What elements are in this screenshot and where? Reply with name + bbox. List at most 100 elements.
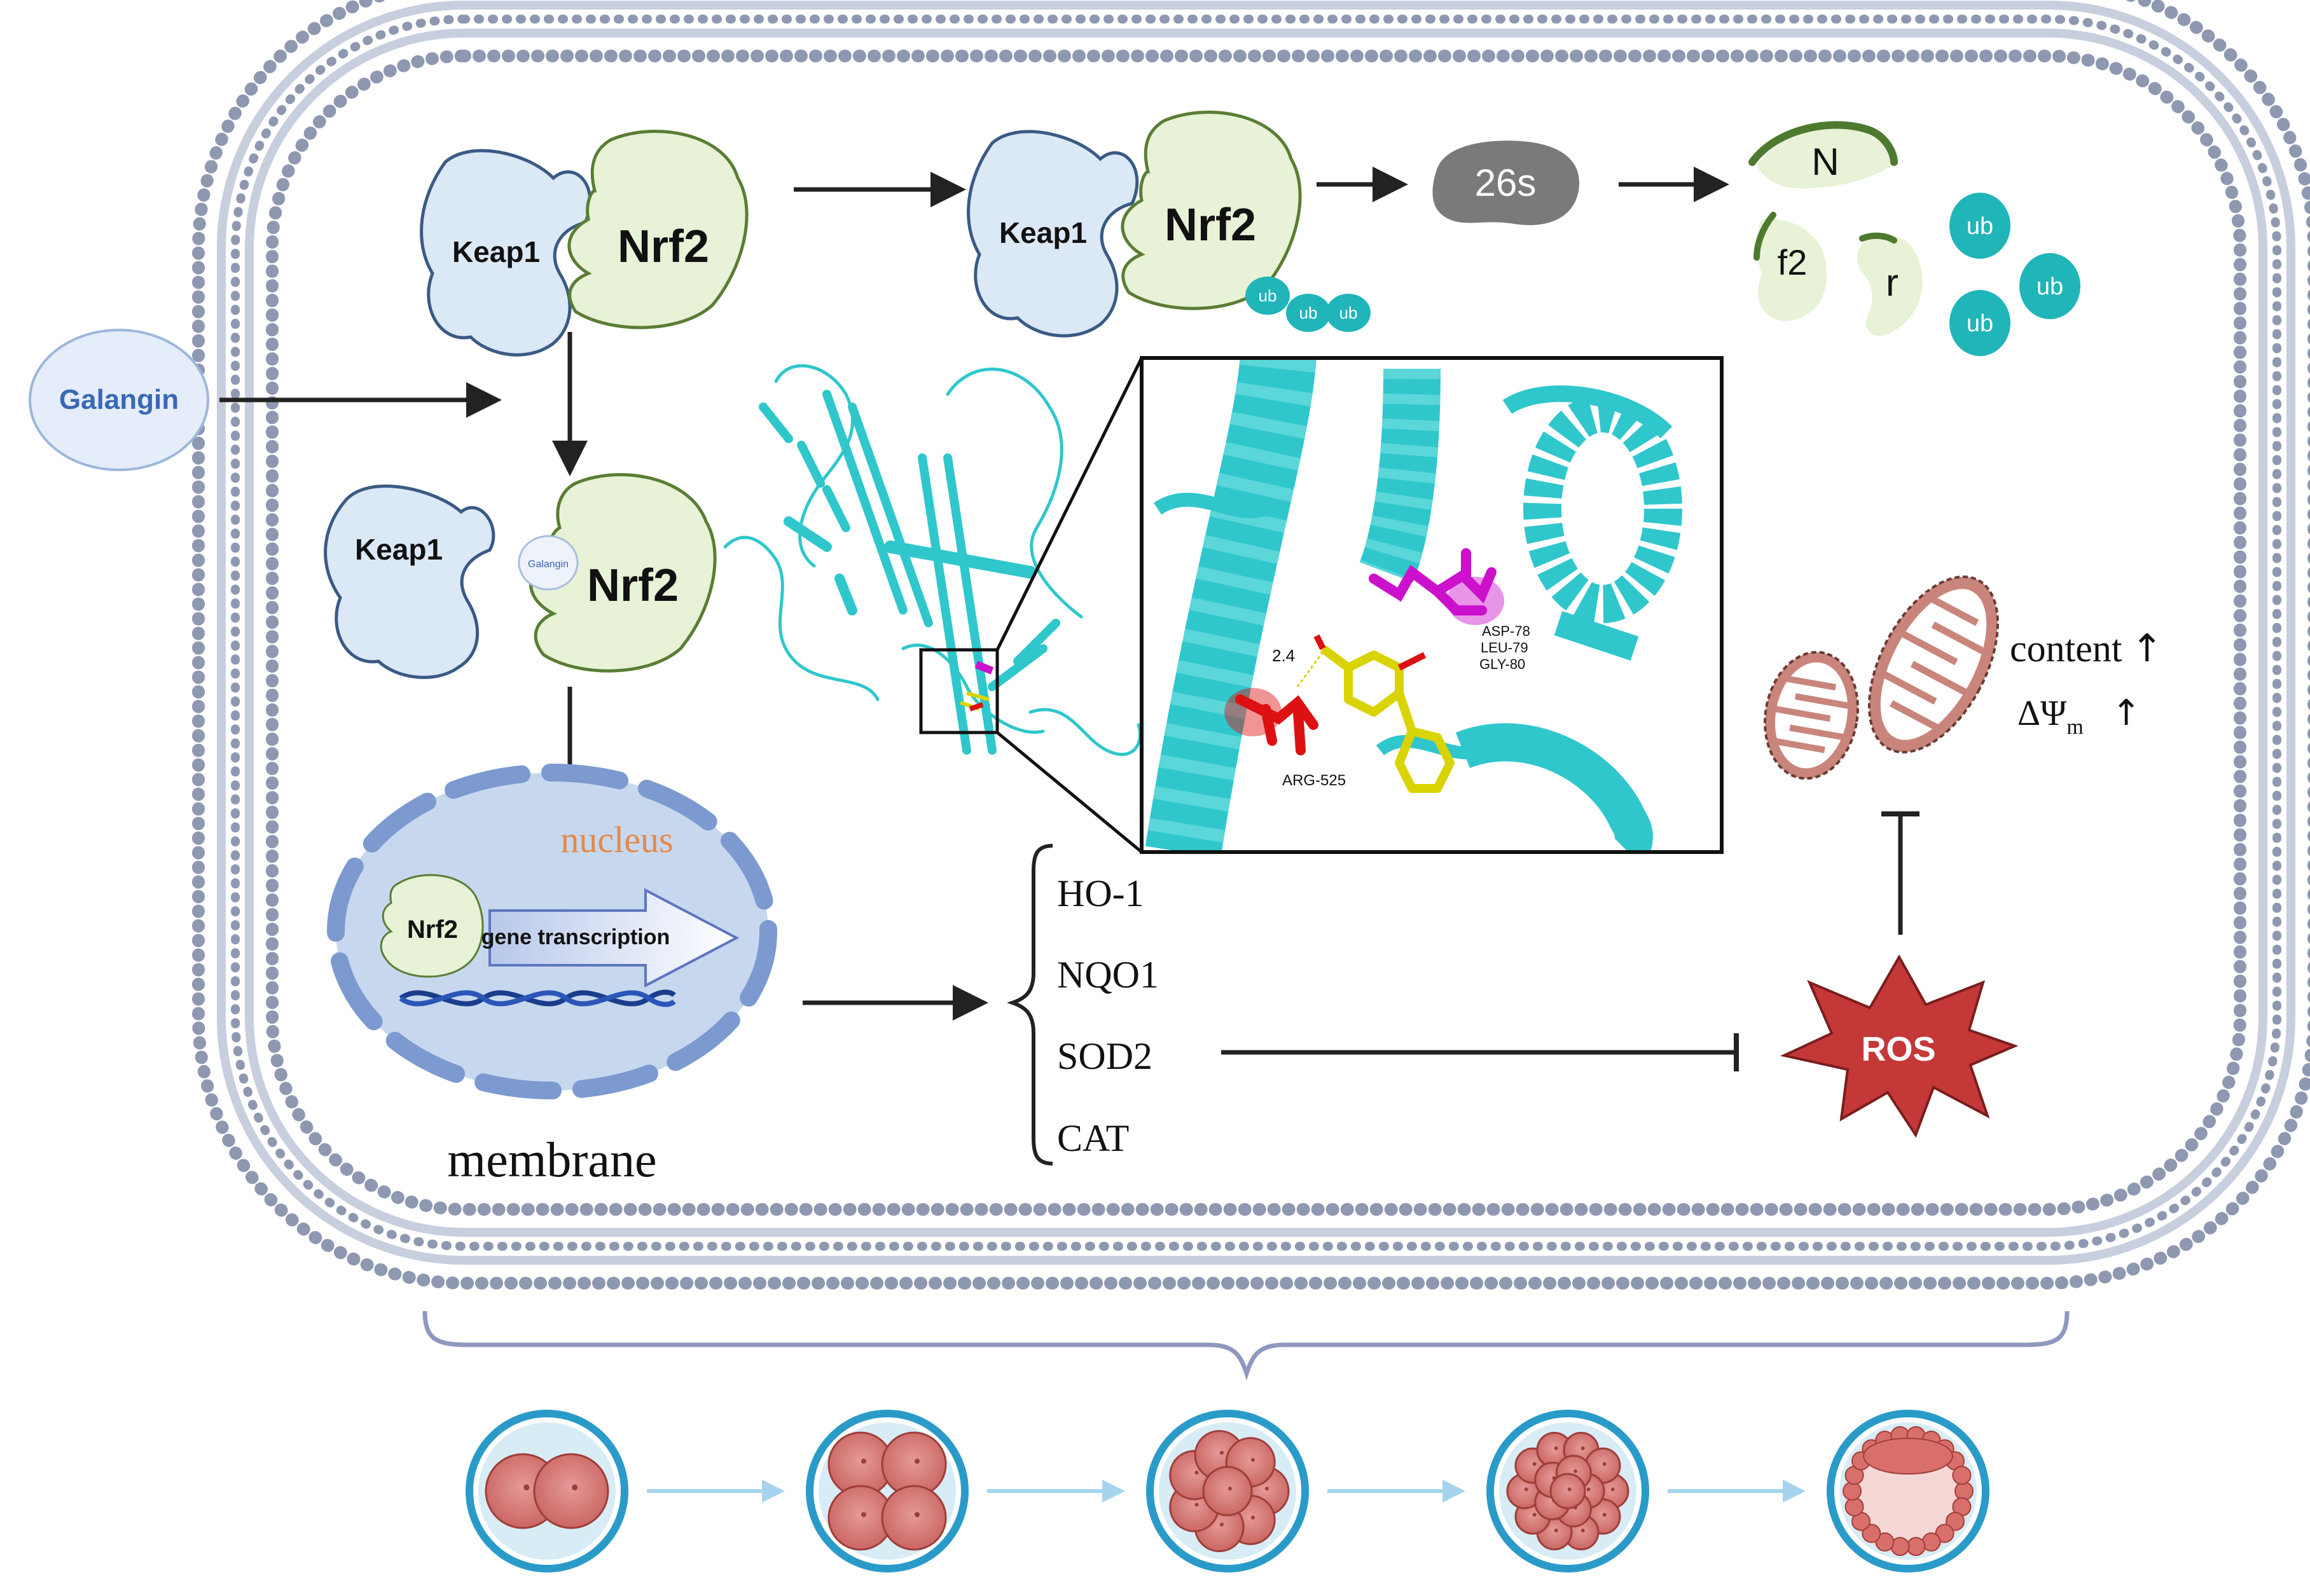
mitochondrion-left: [1763, 650, 1860, 780]
keap1-label-complex: Keap1: [452, 235, 540, 268]
proteasome-26s: 26s: [1432, 141, 1580, 226]
inset-residue-arg525: [1224, 688, 1318, 755]
inset-leu79-label: LEU-79: [1481, 640, 1528, 656]
ub-tag-3: [1326, 294, 1371, 332]
docking-ligand-small: [960, 661, 994, 712]
embryo-2-cell: [466, 1410, 628, 1572]
inset-helix-coil: [1523, 394, 1682, 623]
keap1-ub-shape: [967, 130, 1139, 338]
galangin-bound-nrf2: Galangin Nrf2: [518, 473, 717, 673]
ubiquitinated-keap1-nrf2-complex: Keap1 Nrf2 ub ub ub: [967, 111, 1371, 338]
keap1-shape: [420, 149, 592, 357]
fragment-n-edge: [1748, 121, 1898, 166]
embryo-development-stages: [466, 1410, 1989, 1572]
inset-gly80-label: GLY-80: [1479, 656, 1525, 672]
fragment-r-edge: [1859, 232, 1897, 244]
membrane-potential-label: ΔΨm ↑: [2017, 692, 2141, 739]
content-text: content: [2010, 628, 2122, 670]
free-ub-1: [1949, 193, 2010, 259]
keap1-free-shape: [324, 485, 495, 679]
free-ub-1-label: ub: [1967, 213, 1993, 240]
inhibits-ros-line: [1221, 1033, 1739, 1071]
nrf2-shape: [567, 130, 749, 329]
content-up-arrow: ↑: [2131, 626, 2163, 671]
ub-tag-2: [1286, 294, 1331, 332]
fragment-f2-shape: [1756, 219, 1827, 321]
gene-sod2: SOD2: [1057, 1035, 1152, 1077]
fragment-n-shape: [1757, 128, 1892, 189]
gene-transcription-arrow: [488, 888, 740, 988]
target-genes: HO-1 NQO1 SOD2 CAT: [1006, 844, 1159, 1166]
docking-inset: 2.4 ARG-525 ASP-78 LEU-79 GLY-80: [1140, 356, 1724, 854]
fragment-f2-label: f2: [1778, 242, 1808, 282]
inset-ligand-galangin: [1313, 634, 1455, 793]
galangin-bound-marker: [518, 535, 579, 591]
proteasome-shape: [1432, 141, 1580, 226]
nrf2-label-complex: Nrf2: [618, 221, 709, 272]
nrf2-nucleus-shape: [380, 874, 484, 978]
embryo-morula: [1486, 1410, 1649, 1572]
inset-residue-asp-leu-gly: [1369, 548, 1504, 625]
dna-strand-2: [399, 990, 676, 1007]
keap1-nrf2-complex: Keap1 Nrf2: [420, 130, 749, 357]
docking-zoom-box: [919, 648, 999, 734]
nrf2-nucleus-label: Nrf2: [407, 916, 458, 944]
nrf2-ub-shape: [1121, 111, 1302, 310]
embryo-4-cell: [806, 1410, 969, 1572]
gene-nqo1: NQO1: [1057, 954, 1159, 996]
inset-arg525-label: ARG-525: [1282, 772, 1346, 789]
inset-distance-label: 2.4: [1272, 646, 1295, 665]
fragment-r-label: r: [1886, 261, 1898, 304]
proteasome-label: 26s: [1475, 162, 1537, 204]
ros-burst: ROS: [1780, 954, 2019, 1138]
nucleus-label: nucleus: [560, 819, 673, 860]
ub-tag-1: [1245, 277, 1290, 315]
free-ub-2: [2019, 253, 2080, 319]
membrane-label: membrane: [447, 1132, 656, 1187]
ros-label: ROS: [1861, 1030, 1935, 1068]
zoom-connector-bottom: [996, 731, 1143, 853]
keap1-label-ub: Keap1: [999, 216, 1087, 249]
inset-asp78-label: ASP-78: [1482, 623, 1530, 639]
docking-protein-overview: [723, 364, 1142, 756]
fragment-n-label: N: [1811, 141, 1839, 183]
ub-tag-3-label: ub: [1339, 303, 1358, 322]
delta-psi-text: ΔΨ: [2017, 694, 2067, 733]
nuclear-envelope: [327, 764, 777, 1099]
delta-psi-subscript: m: [2066, 715, 2083, 739]
ub-tag-1-label: ub: [1259, 286, 1277, 305]
delta-psi-up-arrow: ↑: [2112, 692, 2141, 734]
zoom-connector-top: [995, 357, 1144, 651]
inset-helix-lower: [1455, 723, 1653, 850]
mitochondria: [1763, 575, 2000, 780]
nrf2-label-ub: Nrf2: [1165, 200, 1256, 251]
fragment-f2-edge: [1753, 212, 1776, 261]
galangin-bound-label: Galangin: [528, 559, 569, 570]
inset-hbond: [1296, 651, 1324, 687]
gene-transcription-label: gene transcription: [481, 925, 670, 949]
dissociated-keap1: Keap1: [324, 485, 495, 679]
free-ub-2-label: ub: [2037, 273, 2063, 300]
gene-brace: [1006, 844, 1053, 1166]
ros-star: [1780, 954, 2019, 1138]
ros-inhibits-mitochondria: [1881, 811, 1919, 935]
embryo-8-cell: [1146, 1410, 1309, 1572]
embryo-blastocyst: [1827, 1410, 1989, 1572]
nrf2-bound-label: Nrf2: [587, 560, 679, 611]
mito-content-label: content↑: [2010, 626, 2163, 671]
galangin-label: Galangin: [59, 384, 179, 415]
galangin-molecule: Galangin: [29, 329, 209, 471]
gene-ho1: HO-1: [1057, 872, 1144, 914]
gene-cat: CAT: [1057, 1117, 1129, 1159]
cell-membrane: [192, 0, 2310, 1290]
free-ub-3: [1949, 290, 2010, 356]
mitochondrion-right: [1867, 575, 2000, 753]
embryo-stage-brace: [422, 1311, 2070, 1381]
degraded-nrf2-fragments: N f2 r: [1748, 121, 1923, 336]
ub-tag-2-label: ub: [1299, 303, 1318, 322]
fragment-r-shape: [1857, 235, 1923, 336]
keap1-free-label: Keap1: [355, 533, 443, 566]
free-ub-3-label: ub: [1967, 310, 1993, 337]
free-ubiquitins: ub ub ub: [1949, 193, 2080, 356]
